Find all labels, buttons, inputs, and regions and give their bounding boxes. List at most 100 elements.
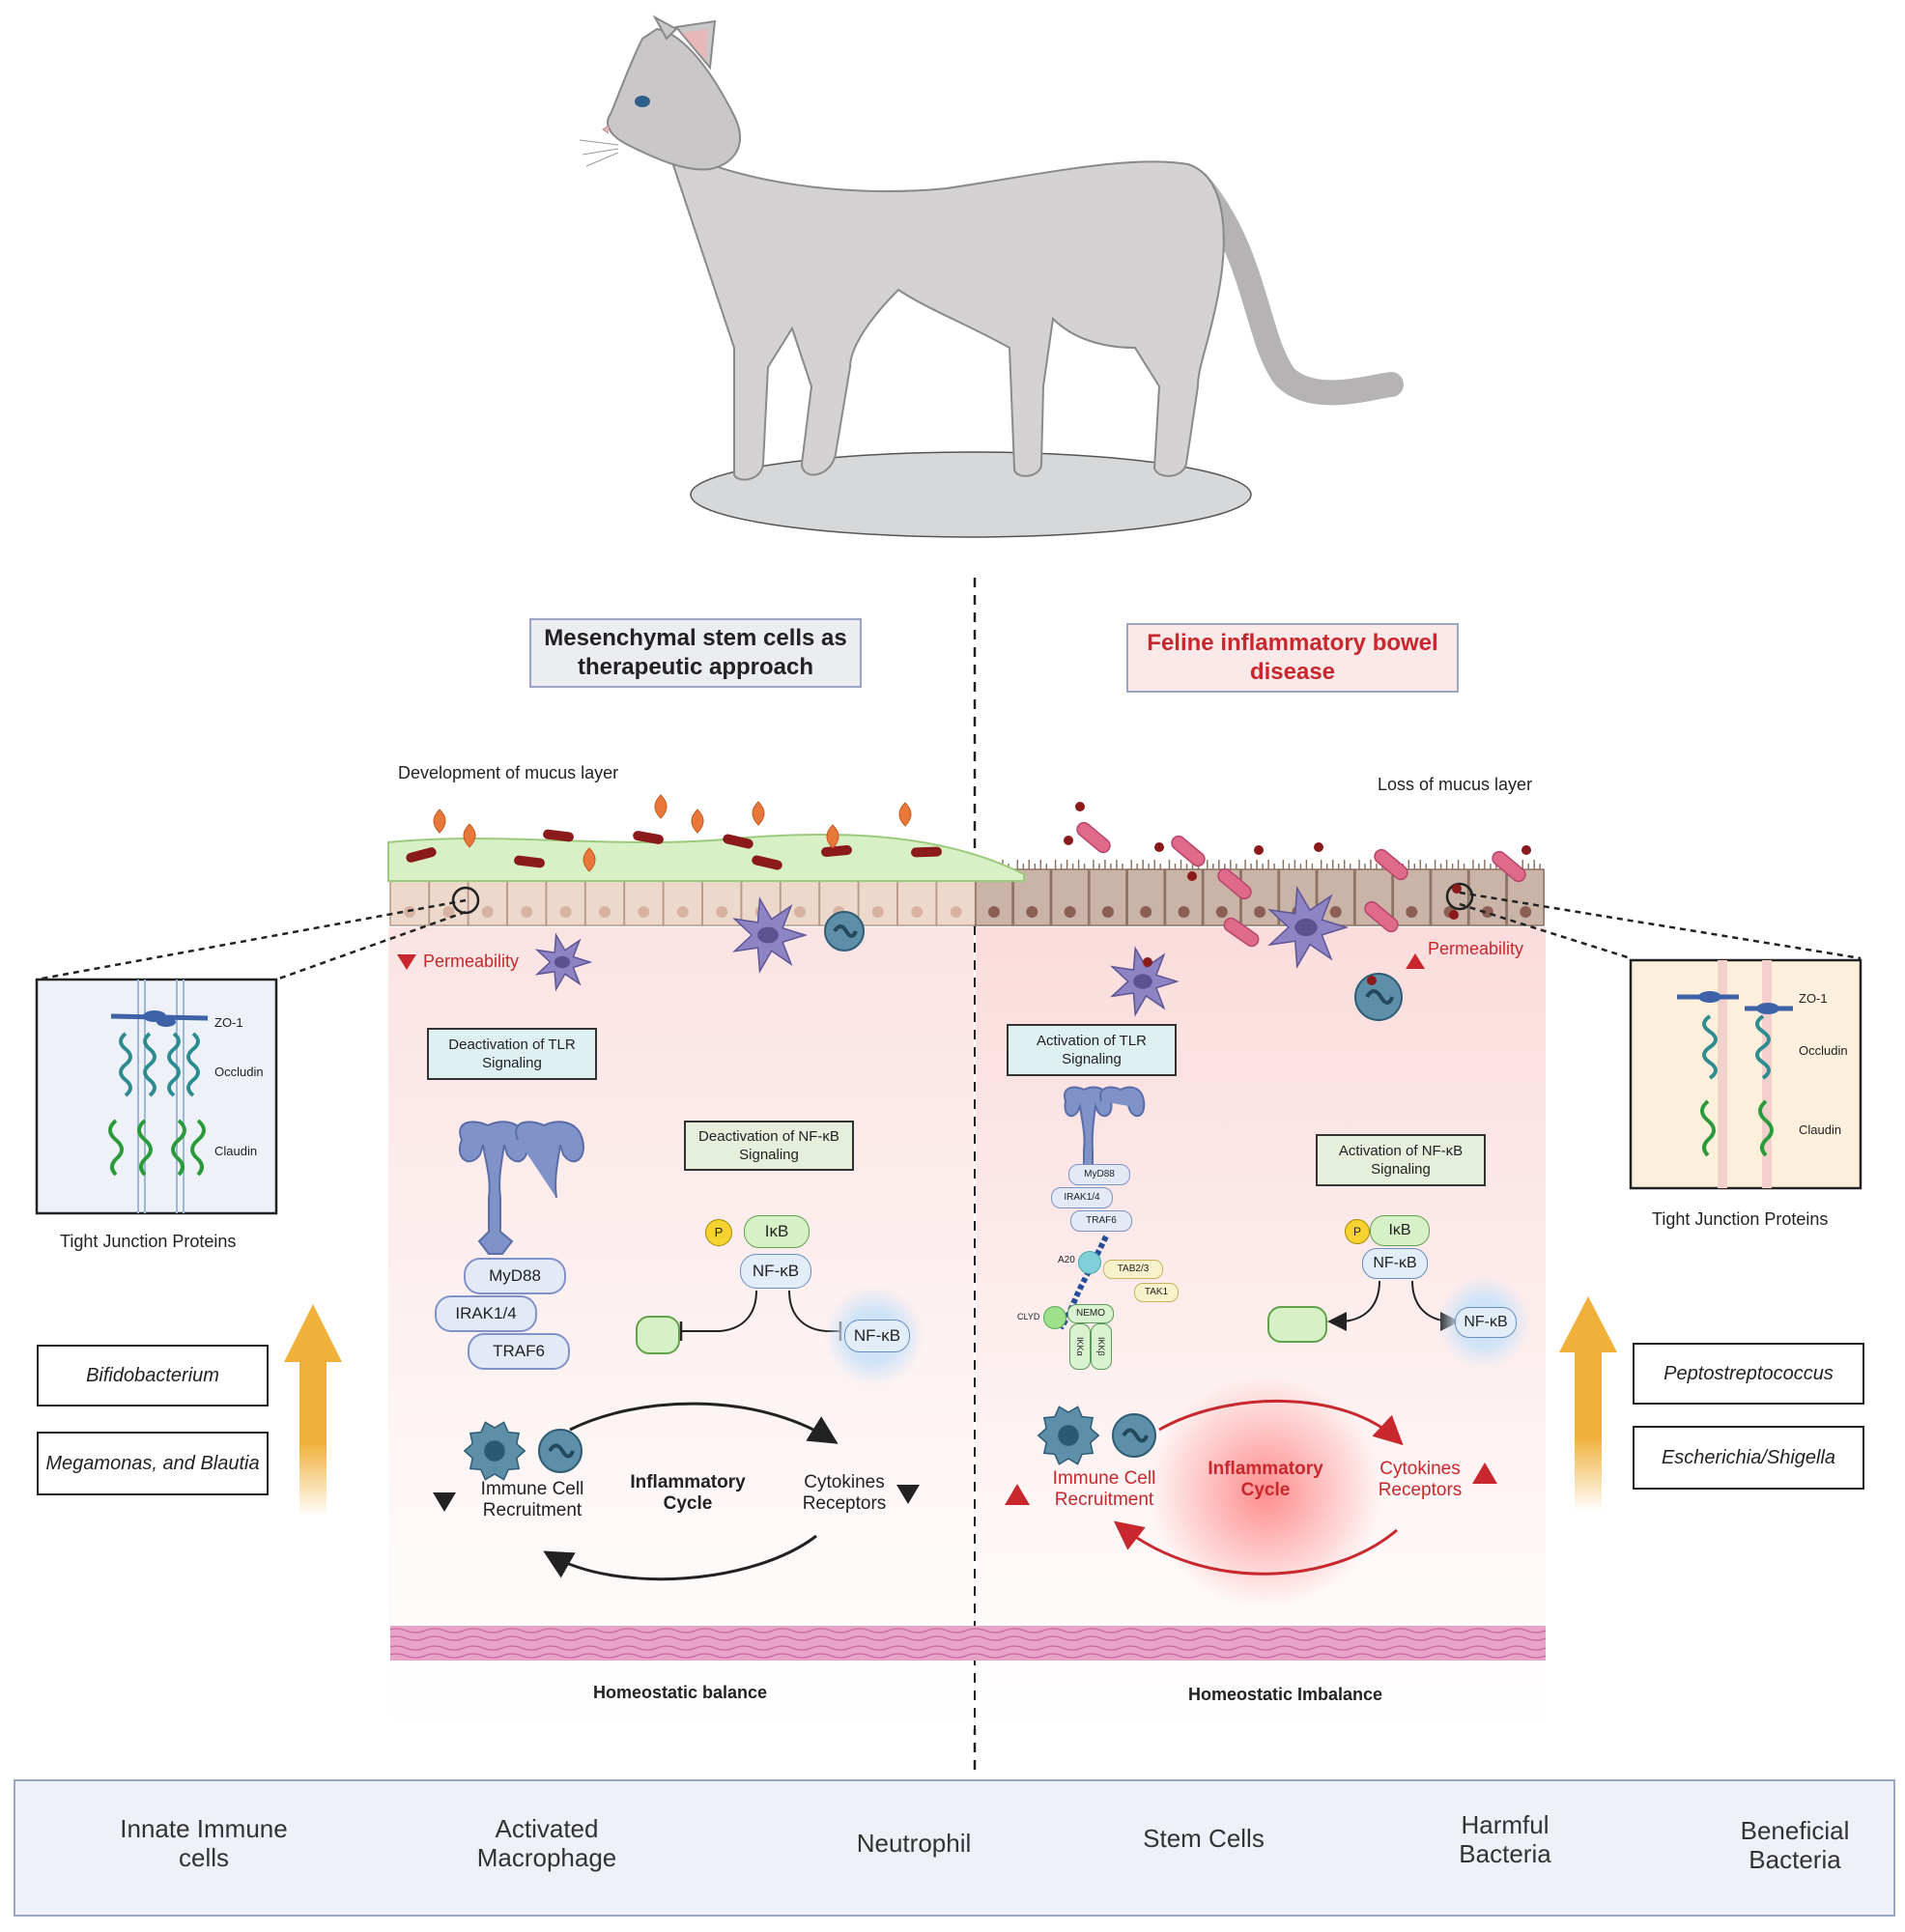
stem-cell [583,847,596,872]
legend-beneficial-bacteria: Beneficial Bacteria [1740,1816,1850,1874]
nfkb-pill: NF-κB [740,1254,811,1289]
tj-occludin-left: Occludin [214,1065,264,1079]
beneficial-bacterium [1452,884,1462,894]
harmful-bacterium [1364,900,1399,933]
a20-circle [1078,1251,1101,1274]
traf6-pill: TRAF6 [1070,1210,1132,1232]
stem-cell [654,794,668,819]
decrease-triangle [896,1485,920,1504]
harmful-bacterium [1492,850,1526,883]
tlr-box-left: Deactivation of TLR Signaling [427,1028,597,1080]
tlr-receptor-left [459,1121,584,1255]
increase-arrow-left [284,1304,342,1517]
inflammation-glow [1150,1377,1381,1608]
permeability-right: Permeability [1428,939,1524,958]
harmful-bacteria-box: Escherichia/Shigella [1633,1426,1864,1490]
increase-arrow-right [1559,1296,1617,1512]
legend-neutrophil: Neutrophil [856,1829,972,1858]
nfkb-box-right: Activation of NF-κB Signaling [1316,1134,1486,1186]
cyld-circle [1043,1306,1066,1329]
stem-cell [433,809,446,834]
stem-cell [826,824,839,849]
myd88-pill: MyD88 [1068,1164,1130,1185]
innate-immune-cell [1110,946,1180,1017]
beneficial-bacterium [1254,845,1264,855]
tj-title-right: Tight Junction Proteins [1652,1209,1829,1229]
cytokines-right: Cytokines Receptors [1378,1459,1463,1500]
nemo-pill: NEMO [1067,1304,1114,1323]
beneficial-bacterium [1367,976,1377,985]
ikkb-pill: IKKβ [1091,1323,1112,1370]
tj-claudin-right: Claudin [1799,1122,1842,1137]
harmful-bacterium [1223,917,1260,948]
beneficial-bacterium [1187,871,1197,881]
cat-illustration [579,14,1404,538]
epithelial-cell [1392,868,1432,926]
irak-pill: IRAK1/4 [435,1295,537,1332]
beneficial-bacterium [1521,845,1531,855]
beneficial-bacterium [633,831,664,844]
beneficial-bacterium [1449,910,1459,920]
beneficial-bacterium [1075,802,1085,811]
harmful-bacteria-box: Peptostreptococcus [1633,1343,1864,1405]
activated-macrophage [463,1421,526,1481]
legend-harmful-bacteria: Harmful Bacteria [1459,1810,1551,1868]
harmful-bacterium [1076,821,1111,854]
tab-pill: TAB2/3 [1103,1260,1163,1279]
irak-pill: IRAK1/4 [1051,1187,1113,1208]
mucus-label-left: Development of mucus layer [398,763,619,782]
tj-title-left: Tight Junction Proteins [60,1232,237,1251]
legend-stem-cells: Stem Cells [1143,1824,1265,1853]
innate-immune-cell [1267,885,1350,970]
beneficial-bacterium [723,834,753,849]
neutrophil [538,1429,583,1473]
beneficial-bacterium [543,829,574,842]
cytokines-left: Cytokines Receptors [802,1472,887,1514]
phospho-badge: P [705,1219,732,1246]
tight-junction-callout-left [35,886,480,1215]
neutrophil [1112,1413,1156,1458]
beneficial-bacterium [911,846,942,858]
beneficial-bacterium [406,847,437,863]
beneficial-bacterium [514,855,545,868]
beneficial-bacterium [1064,836,1073,845]
proteasome-icon [636,1316,680,1354]
beneficial-bacterium [821,845,852,857]
stem-cell [898,802,912,827]
mucus-label-right: Loss of mucus layer [1378,775,1533,794]
legend-innate-immune-cells: Innate Immune cells [120,1814,288,1872]
cycle-label-right: Inflammatory Cycle [1208,1459,1323,1500]
homeostatic-imbalance: Homeostatic Imbalance [1188,1685,1383,1704]
mucus-layer [387,833,1025,882]
increase-triangle [1005,1484,1030,1505]
increase-triangle [1406,953,1425,969]
innate-immune-cell [534,932,593,992]
harmful-bacterium [1374,848,1408,881]
phospho-badge: P [1345,1219,1370,1244]
beneficial-bacteria-box: Megamonas, and Blautia [37,1432,269,1495]
legend: Innate Immune cells Activated Macrophage… [14,1779,1895,1917]
stem-cell [752,801,765,826]
stem-cell [463,823,476,848]
harmful-bacterium [1171,835,1206,867]
nfkb-pill: NF-κB [1362,1248,1428,1279]
a20-label: A20 [1058,1255,1075,1265]
neutrophil [1354,973,1403,1021]
ikb-pill: IκB [1370,1215,1430,1246]
myd88-pill: MyD88 [464,1258,566,1294]
activated-macrophage [1037,1406,1100,1465]
left-panel-title: Mesenchymal stem cells as therapeutic ap… [529,618,862,688]
tj-zo1-right: ZO-1 [1799,991,1828,1006]
tj-claudin-left: Claudin [214,1144,258,1158]
decrease-triangle [397,954,416,970]
immune-recruitment-right: Immune Cell Recruitment [1052,1468,1156,1510]
tj-zo1-left: ZO-1 [214,1015,243,1030]
free-nfkb-pill: NF-κB [844,1320,910,1352]
beneficial-bacterium [1154,842,1164,852]
neutrophil [824,911,865,952]
proteasome-icon [1267,1306,1327,1343]
beneficial-bacterium [1314,842,1323,852]
permeability-left: Permeability [423,952,520,971]
legend-activated-macrophage: Activated Macrophage [476,1814,617,1872]
